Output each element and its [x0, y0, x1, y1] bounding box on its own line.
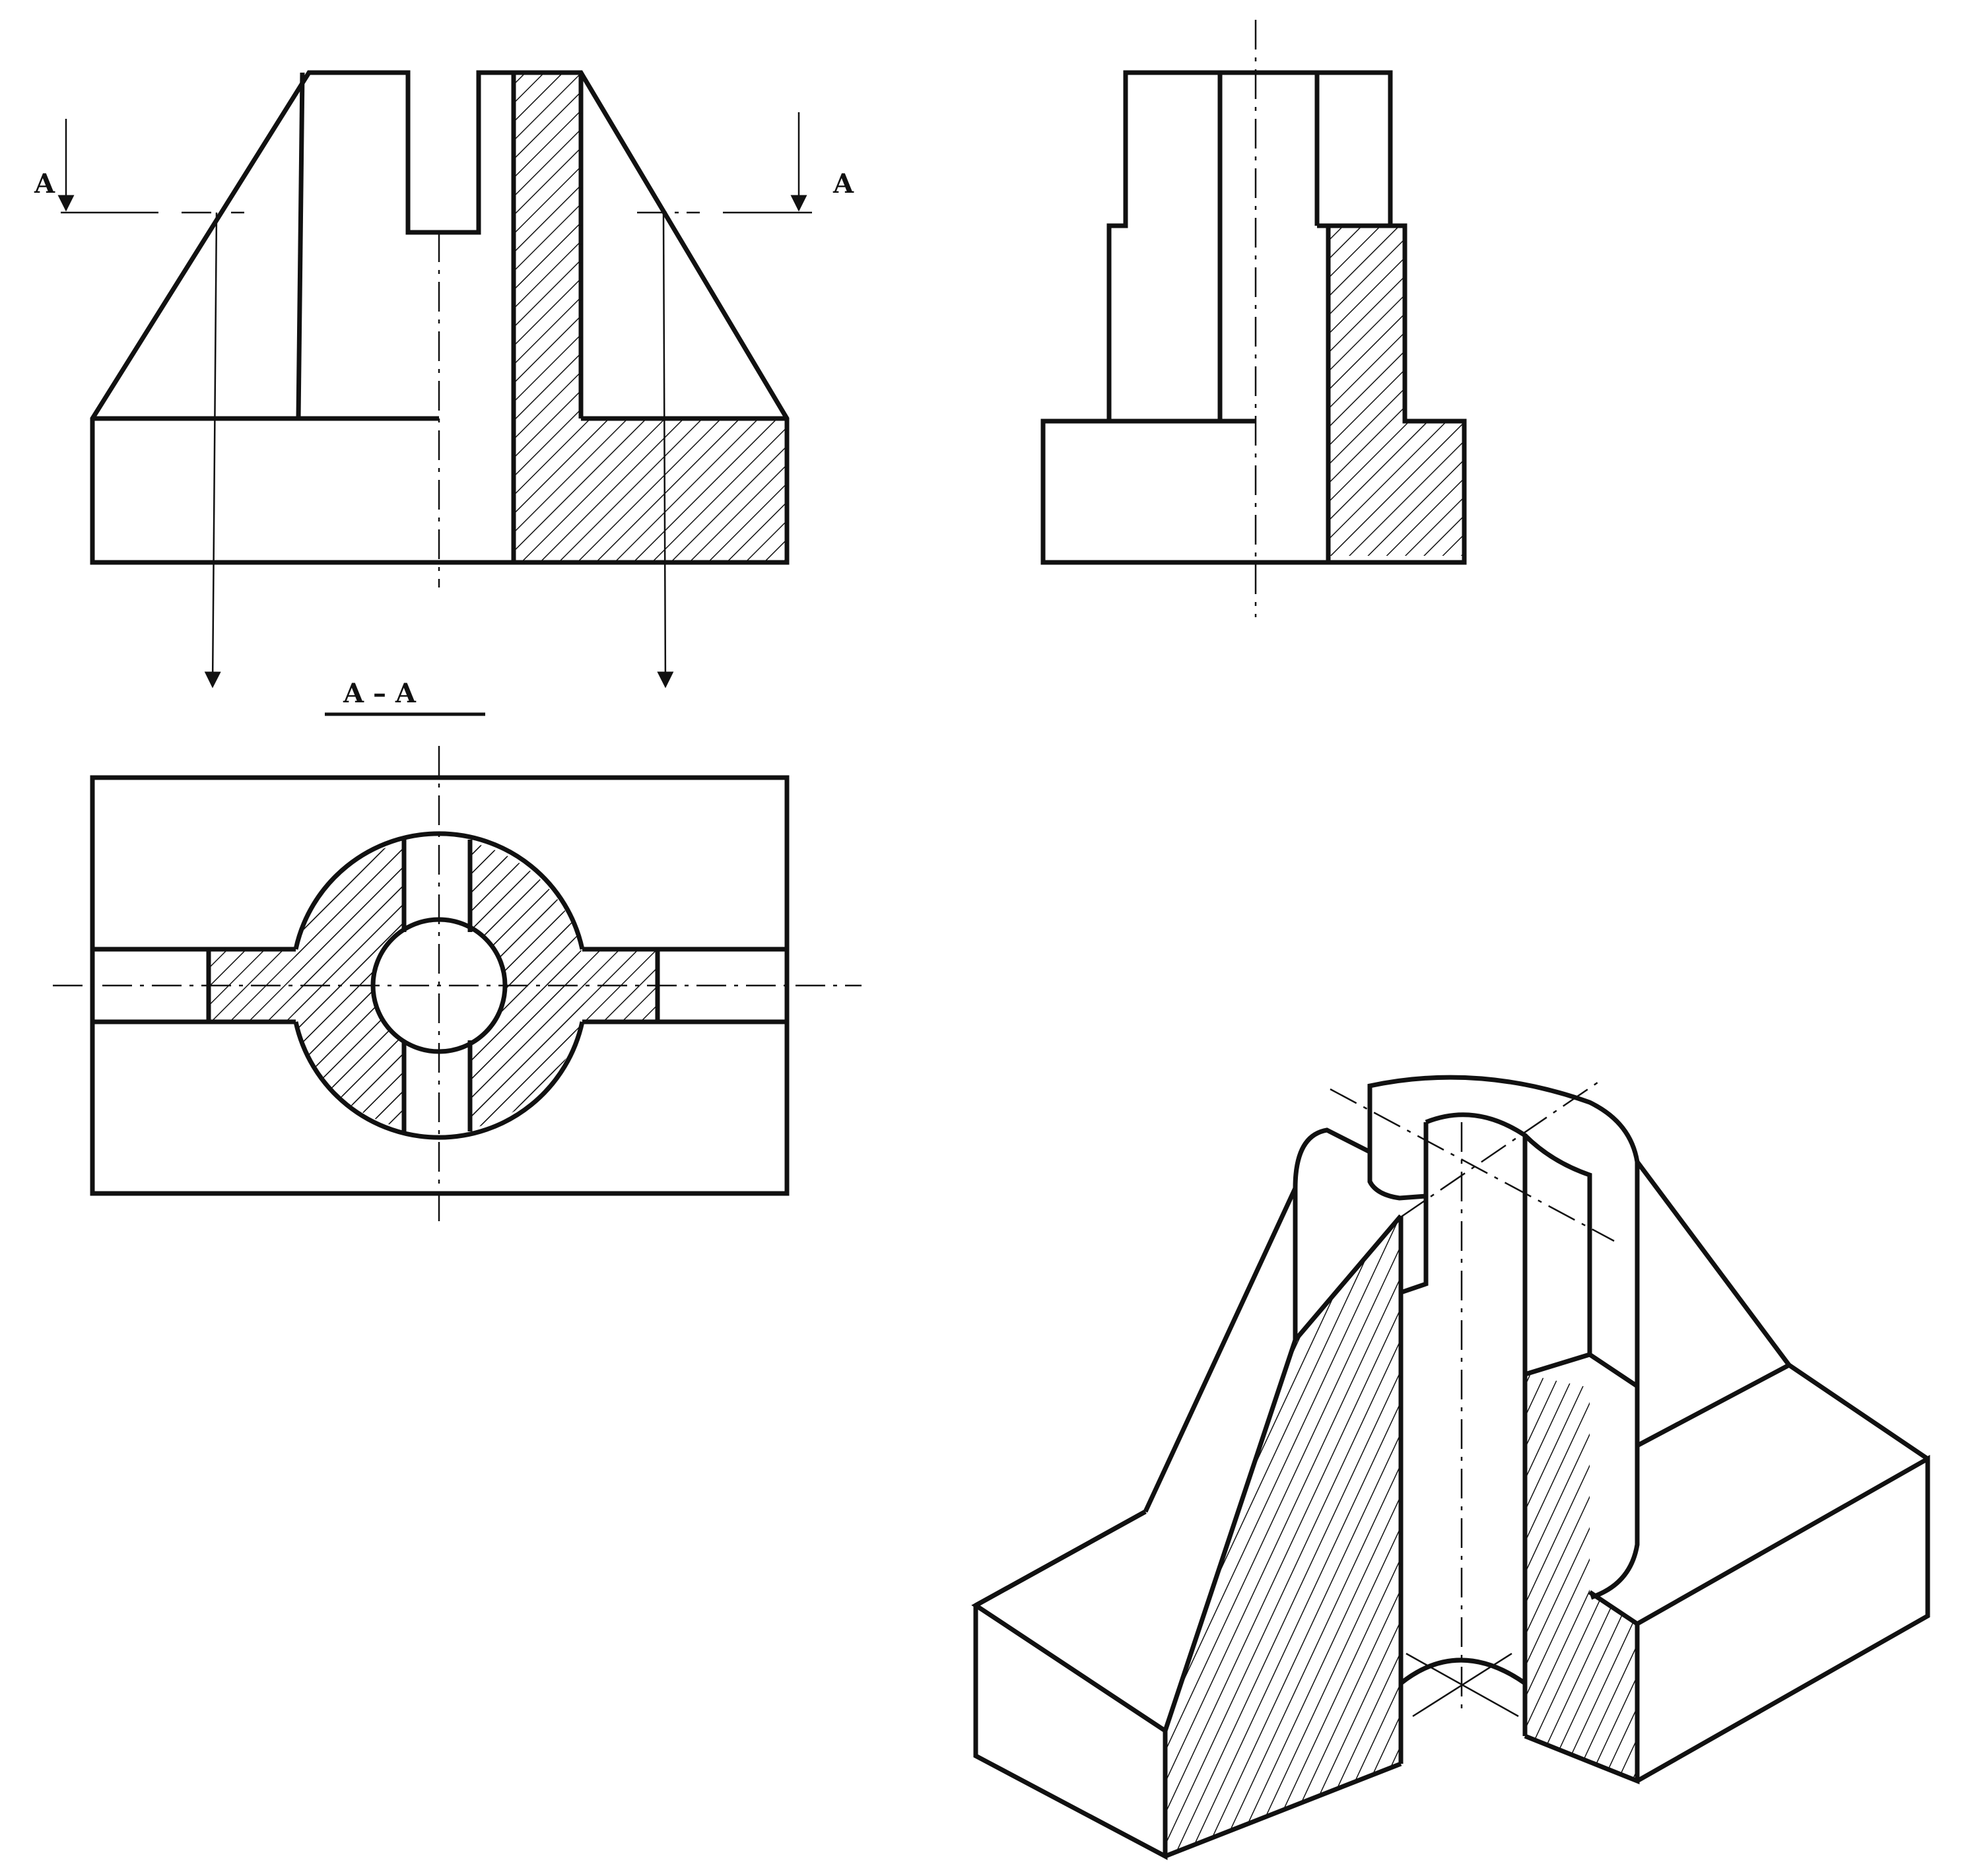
iso-base-left-top-edge — [974, 1509, 1147, 1608]
iso-bore-right — [1523, 1133, 1592, 1377]
side-view — [1040, 20, 1467, 617]
iso-centerline-b — [1399, 1081, 1598, 1219]
iso-boss-step — [1367, 1152, 1427, 1201]
iso-base-left — [971, 1509, 1168, 1860]
cut-letter-left: A — [34, 168, 55, 199]
ring-outer-bottom — [293, 1021, 585, 1140]
iso-left-cut-hatch — [1165, 1216, 1401, 1856]
iso-bottom-axis-b — [1412, 1652, 1512, 1718]
front-view — [57, 70, 812, 688]
boss-left-edge — [296, 72, 305, 419]
slot-bottom — [404, 1043, 470, 1135]
section-view — [53, 746, 862, 1228]
iso-cut-bottom-left — [1164, 1761, 1402, 1859]
iso-boss-top — [1293, 1075, 1640, 1600]
projection-line-left — [204, 212, 221, 688]
iso-right-rib-edge — [1635, 1160, 1791, 1367]
iso-bore-bottom-arc — [1399, 1658, 1527, 1685]
iso-slot-left — [1400, 1122, 1429, 1295]
iso-rib-top-edge — [1293, 1214, 1403, 1342]
front-view-section-hatch — [514, 73, 787, 562]
side-view-section-hatch — [1328, 226, 1464, 556]
iso-left-rib — [1143, 1187, 1298, 1732]
iso-centerline-a — [1330, 1088, 1615, 1242]
projection-line-right — [657, 212, 674, 688]
ring-hatch — [292, 839, 586, 1132]
section-title: A – A — [343, 678, 417, 709]
iso-right-cut-hatch — [1525, 1374, 1637, 1781]
slot-top — [404, 837, 470, 929]
isometric-view — [971, 1075, 1930, 1860]
cut-letter-right: A — [832, 168, 854, 199]
iso-bore-top — [1425, 1112, 1528, 1374]
iso-step-right — [1588, 1353, 1639, 1388]
